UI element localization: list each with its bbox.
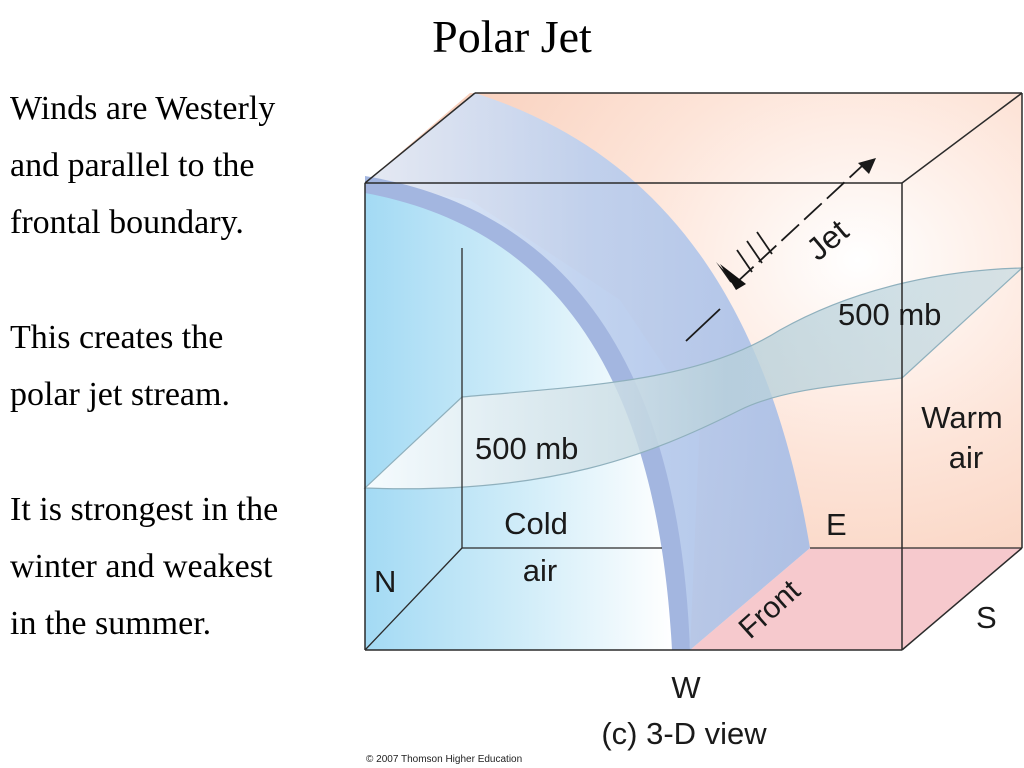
warm-air-label-line1: Warm (921, 400, 1003, 435)
slide-title: Polar Jet (432, 11, 592, 62)
copyright-notice: © 2007 Thomson Higher Education (366, 754, 523, 765)
paragraph-jet-stream: This creates the polar jet stream. (10, 309, 340, 423)
cold-air-label-line2: air (523, 553, 557, 588)
text-line: and parallel to the (10, 147, 255, 184)
direction-east: E (826, 507, 847, 542)
isobar-label-warm: 500 mb (838, 297, 941, 332)
text-line: winter and weakest (10, 548, 273, 585)
box-outline (364, 92, 1023, 651)
text-line: Winds are Westerly (10, 90, 276, 127)
jet-stream-arrow (685, 158, 876, 342)
text-line: It is strongest in the (10, 491, 279, 528)
warm-air-label-line2: air (949, 440, 983, 475)
text-line: This creates the (10, 319, 224, 356)
text-line: frontal boundary. (10, 204, 244, 241)
direction-north: N (374, 564, 396, 599)
box-hidden-edges (364, 248, 1022, 651)
paragraph-westerly-winds: Winds are Westerly and parallel to the f… (10, 80, 340, 251)
diagram-caption: (c) 3-D view (601, 716, 767, 751)
frontal-surface (365, 93, 810, 650)
text-line: polar jet stream. (10, 376, 230, 413)
direction-west: W (671, 670, 701, 705)
paragraph-seasonal-strength: It is strongest in the winter and weakes… (10, 481, 340, 652)
front-ground-surface (690, 548, 1022, 650)
direction-south: S (976, 600, 997, 635)
isobar-label-cold: 500 mb (475, 431, 578, 466)
text-line: in the summer. (10, 605, 212, 642)
cold-air-label-line1: Cold (504, 506, 568, 541)
